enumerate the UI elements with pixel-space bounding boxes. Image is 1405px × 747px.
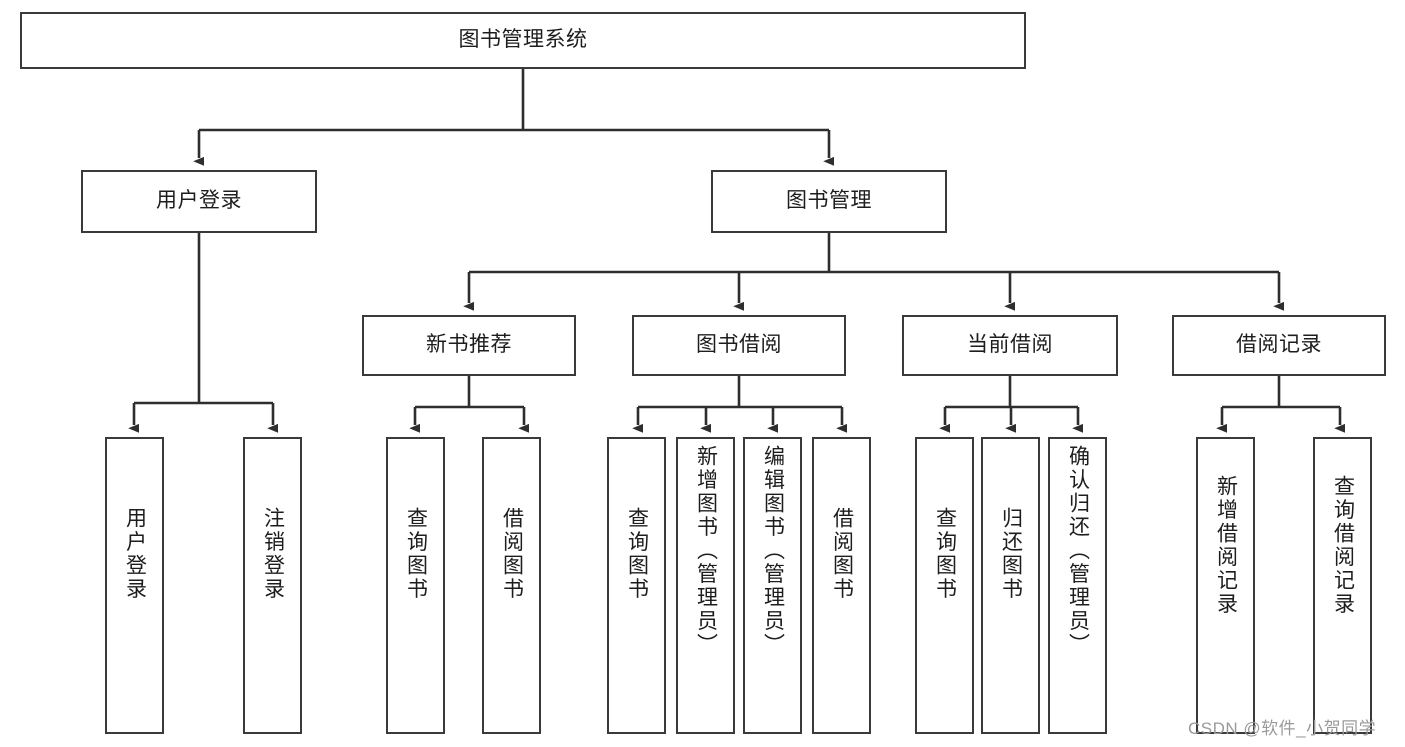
node-borrow-record[interactable]: 借阅记录 bbox=[1172, 315, 1386, 376]
node-label: 归还图书 bbox=[999, 507, 1023, 601]
node-root-system[interactable]: 图书管理系统 bbox=[20, 12, 1026, 69]
leaf-borrow-book[interactable]: 借阅图书 bbox=[812, 437, 871, 734]
node-book-management[interactable]: 图书管理 bbox=[711, 170, 947, 233]
leaf-query-book-borrow[interactable]: 查询图书 bbox=[607, 437, 666, 734]
node-label: 用户登录 bbox=[156, 189, 242, 213]
node-book-borrow[interactable]: 图书借阅 bbox=[632, 315, 846, 376]
node-label: 借阅记录 bbox=[1236, 333, 1322, 357]
node-new-book-recommend[interactable]: 新书推荐 bbox=[362, 315, 576, 376]
node-label: 当前借阅 bbox=[967, 333, 1053, 357]
node-label: 确认归还（管理员） bbox=[1066, 445, 1090, 657]
leaf-add-book[interactable]: 新增图书（管理员） bbox=[676, 437, 735, 734]
leaf-borrow-book-recommend[interactable]: 借阅图书 bbox=[482, 437, 541, 734]
node-label: 新增图书（管理员） bbox=[694, 445, 718, 657]
node-label: 用户登录 bbox=[123, 507, 147, 601]
node-label: 新增借阅记录 bbox=[1214, 475, 1238, 616]
node-label: 图书管理系统 bbox=[458, 28, 588, 52]
node-label: 借阅图书 bbox=[830, 507, 854, 601]
node-current-borrow[interactable]: 当前借阅 bbox=[902, 315, 1118, 376]
node-label: 注销登录 bbox=[261, 507, 285, 601]
csdn-watermark: CSDN @软件_小贺同学 bbox=[1188, 719, 1377, 738]
node-label: 图书借阅 bbox=[696, 333, 782, 357]
leaf-query-book-recommend[interactable]: 查询图书 bbox=[386, 437, 445, 734]
leaf-logout-login[interactable]: 注销登录 bbox=[243, 437, 302, 734]
node-label: 查询图书 bbox=[933, 507, 957, 601]
leaf-confirm-return[interactable]: 确认归还（管理员） bbox=[1048, 437, 1107, 734]
node-label: 查询图书 bbox=[625, 507, 649, 601]
node-label: 图书管理 bbox=[786, 189, 872, 213]
node-label: 查询图书 bbox=[404, 507, 428, 601]
leaf-add-borrow-record[interactable]: 新增借阅记录 bbox=[1196, 437, 1255, 734]
leaf-query-book-current[interactable]: 查询图书 bbox=[915, 437, 974, 734]
leaf-return-book[interactable]: 归还图书 bbox=[981, 437, 1040, 734]
node-label: 新书推荐 bbox=[426, 333, 512, 357]
leaf-query-borrow-record[interactable]: 查询借阅记录 bbox=[1313, 437, 1372, 734]
node-label: 编辑图书（管理员） bbox=[761, 445, 785, 657]
node-label: 查询借阅记录 bbox=[1331, 475, 1355, 616]
leaf-user-login[interactable]: 用户登录 bbox=[105, 437, 164, 734]
node-user-login[interactable]: 用户登录 bbox=[81, 170, 317, 233]
node-label: 借阅图书 bbox=[500, 507, 524, 601]
leaf-edit-book[interactable]: 编辑图书（管理员） bbox=[743, 437, 802, 734]
